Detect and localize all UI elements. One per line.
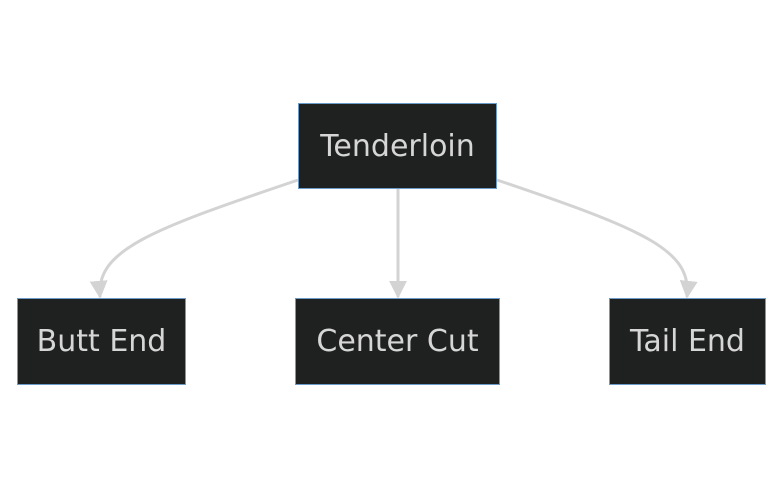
node-label: Tail End: [630, 324, 745, 359]
node-center-cut: Center Cut: [295, 298, 500, 385]
node-label: Butt End: [36, 324, 167, 359]
node-label: Tenderloin: [320, 128, 475, 164]
edge-root-to-butt-end: [89, 178, 299, 299]
node-tail-end: Tail End: [609, 298, 766, 385]
edge-root-to-tail-end: [496, 178, 698, 299]
node-tenderloin: Tenderloin: [298, 103, 497, 189]
node-label: Center Cut: [316, 324, 479, 359]
node-butt-end: Butt End: [17, 298, 186, 385]
